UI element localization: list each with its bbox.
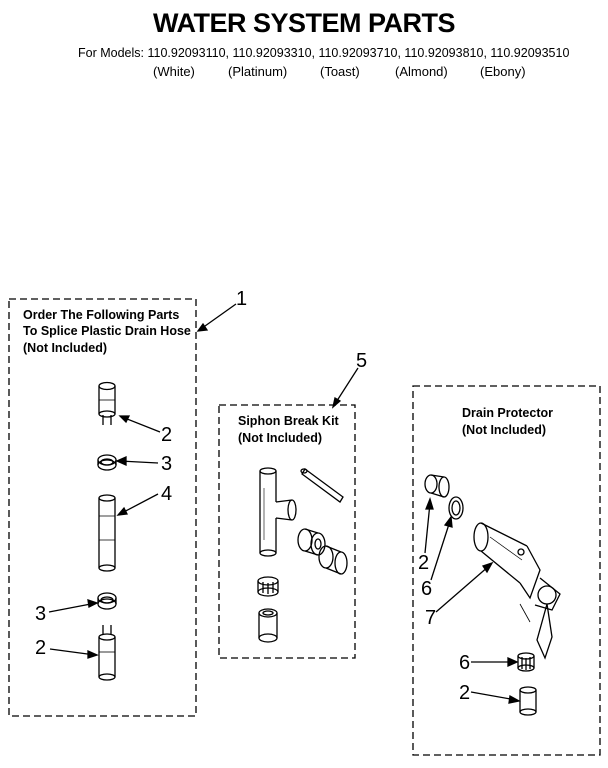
color-toast: (Toast) bbox=[320, 64, 360, 79]
siphon-clip bbox=[300, 468, 344, 503]
part-num-d6-top: 6 bbox=[421, 578, 433, 600]
drain-fitting-top bbox=[424, 474, 450, 498]
splice-coupling bbox=[98, 494, 116, 572]
drain-box bbox=[412, 385, 601, 756]
leader-2-top bbox=[121, 416, 161, 433]
siphon-label-1: Siphon Break Kit bbox=[238, 414, 339, 428]
callout-arrow-5 bbox=[331, 396, 342, 409]
callout-1: 1 bbox=[236, 288, 248, 310]
page-title: WATER SYSTEM PARTS bbox=[152, 8, 456, 38]
siphon-label-2: (Not Included) bbox=[238, 431, 323, 445]
drain-label-2: (Not Included) bbox=[462, 423, 547, 437]
splice-fitting-top bbox=[98, 381, 116, 425]
drain-body bbox=[473, 522, 561, 660]
splice-label-1: Order The Following Parts bbox=[23, 308, 180, 322]
siphon-bushing bbox=[258, 608, 278, 643]
drain-ring-top bbox=[448, 496, 464, 520]
color-platinum: (Platinum) bbox=[228, 64, 288, 79]
siphon-cap bbox=[318, 545, 348, 575]
drain-fitting-bottom bbox=[519, 686, 537, 716]
siphon-tee bbox=[259, 467, 297, 557]
siphon-nut bbox=[297, 528, 326, 556]
splice-clamp-top bbox=[97, 454, 117, 471]
part-num-2-bottom: 2 bbox=[35, 637, 47, 659]
leader-d7 bbox=[435, 565, 490, 613]
color-white: (White) bbox=[153, 64, 195, 79]
splice-box bbox=[8, 298, 197, 717]
siphon-box bbox=[218, 404, 356, 659]
part-num-d6-bottom: 6 bbox=[459, 652, 471, 674]
part-num-d7: 7 bbox=[425, 607, 437, 629]
leader-d6-top bbox=[430, 520, 451, 581]
splice-fitting-bottom bbox=[98, 625, 116, 681]
part-num-3-top: 3 bbox=[161, 453, 173, 475]
leader-d2-top bbox=[424, 502, 431, 554]
drain-ring-bottom bbox=[517, 652, 535, 672]
models-line: For Models: 110.92093110, 110.92093310, … bbox=[78, 46, 570, 60]
leader-4 bbox=[119, 493, 159, 515]
callout-5: 5 bbox=[356, 350, 368, 372]
part-num-d2-bottom: 2 bbox=[459, 682, 471, 704]
leader-d2-bottom bbox=[470, 691, 517, 701]
splice-clamp-bottom bbox=[97, 592, 117, 610]
splice-label-2: To Splice Plastic Drain Hose bbox=[23, 324, 191, 338]
color-almond: (Almond) bbox=[395, 64, 448, 79]
callout-arrow-1 bbox=[196, 322, 209, 332]
part-num-2-top: 2 bbox=[161, 424, 173, 446]
part-num-4: 4 bbox=[161, 483, 173, 505]
splice-label-3: (Not Included) bbox=[23, 341, 108, 355]
part-num-d2-top: 2 bbox=[418, 552, 430, 574]
drain-label-1: Drain Protector bbox=[462, 406, 553, 420]
color-ebony: (Ebony) bbox=[480, 64, 526, 79]
siphon-ring bbox=[257, 576, 279, 597]
part-num-3-bottom: 3 bbox=[35, 603, 47, 625]
